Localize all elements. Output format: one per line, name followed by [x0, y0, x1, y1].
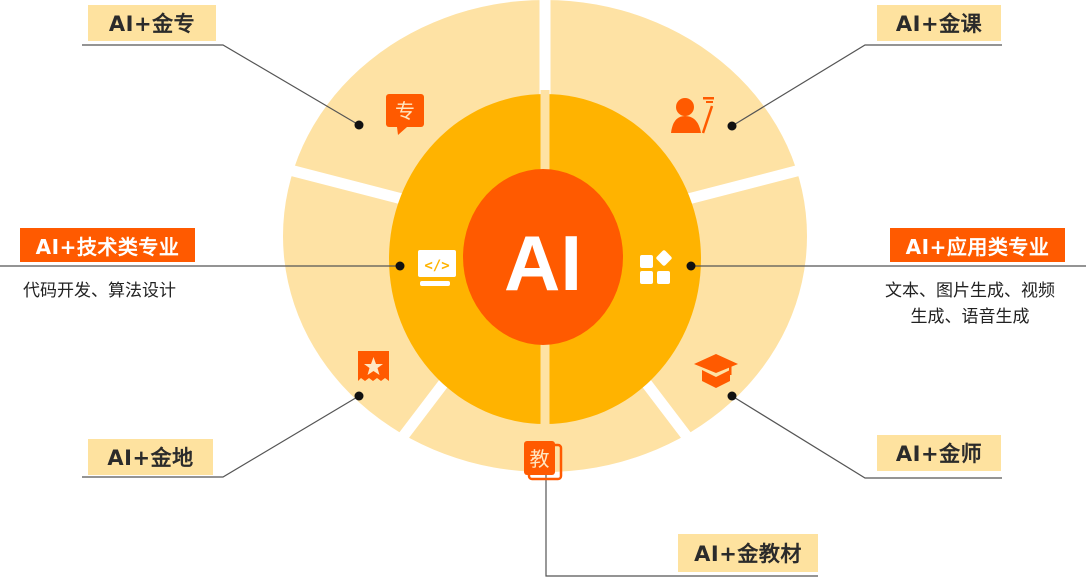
label-ai-tech-majors: AI+技术类专业: [20, 228, 195, 262]
svg-text:专: 专: [395, 99, 415, 123]
bookmark-star-icon: [358, 351, 389, 381]
label-ai-gold-course: AI+金课: [877, 5, 1001, 41]
leader-dots: [354, 120, 737, 454]
label-ai-gold-teacher: AI+金师: [877, 435, 1001, 471]
speech-bubble-zhuan-icon: 专: [386, 94, 424, 135]
center-label: AI: [504, 219, 582, 307]
leader-lines: [0, 44, 1086, 577]
label-ai-gold-major: AI+金专: [88, 5, 216, 41]
svg-text:教: 教: [530, 447, 550, 471]
app-blocks-icon: [640, 250, 672, 284]
label-ai-application-majors: AI+应用类专业: [890, 228, 1065, 262]
center-circle: [463, 169, 623, 345]
svg-text:</>: </>: [424, 258, 449, 274]
graduation-cap-icon: [694, 354, 738, 388]
code-monitor-icon: </>: [418, 250, 456, 286]
label-ai-gold-base: AI+金地: [88, 439, 213, 475]
teacher-presenting-icon: [671, 97, 714, 134]
label-ai-gold-textbook: AI+金教材: [678, 534, 818, 572]
application-majors-description: 文本、图片生成、视频 生成、语音生成: [885, 281, 1055, 327]
tech-majors-description: 代码开发、算法设计: [23, 281, 176, 301]
book-jiao-icon: 教: [524, 441, 563, 481]
